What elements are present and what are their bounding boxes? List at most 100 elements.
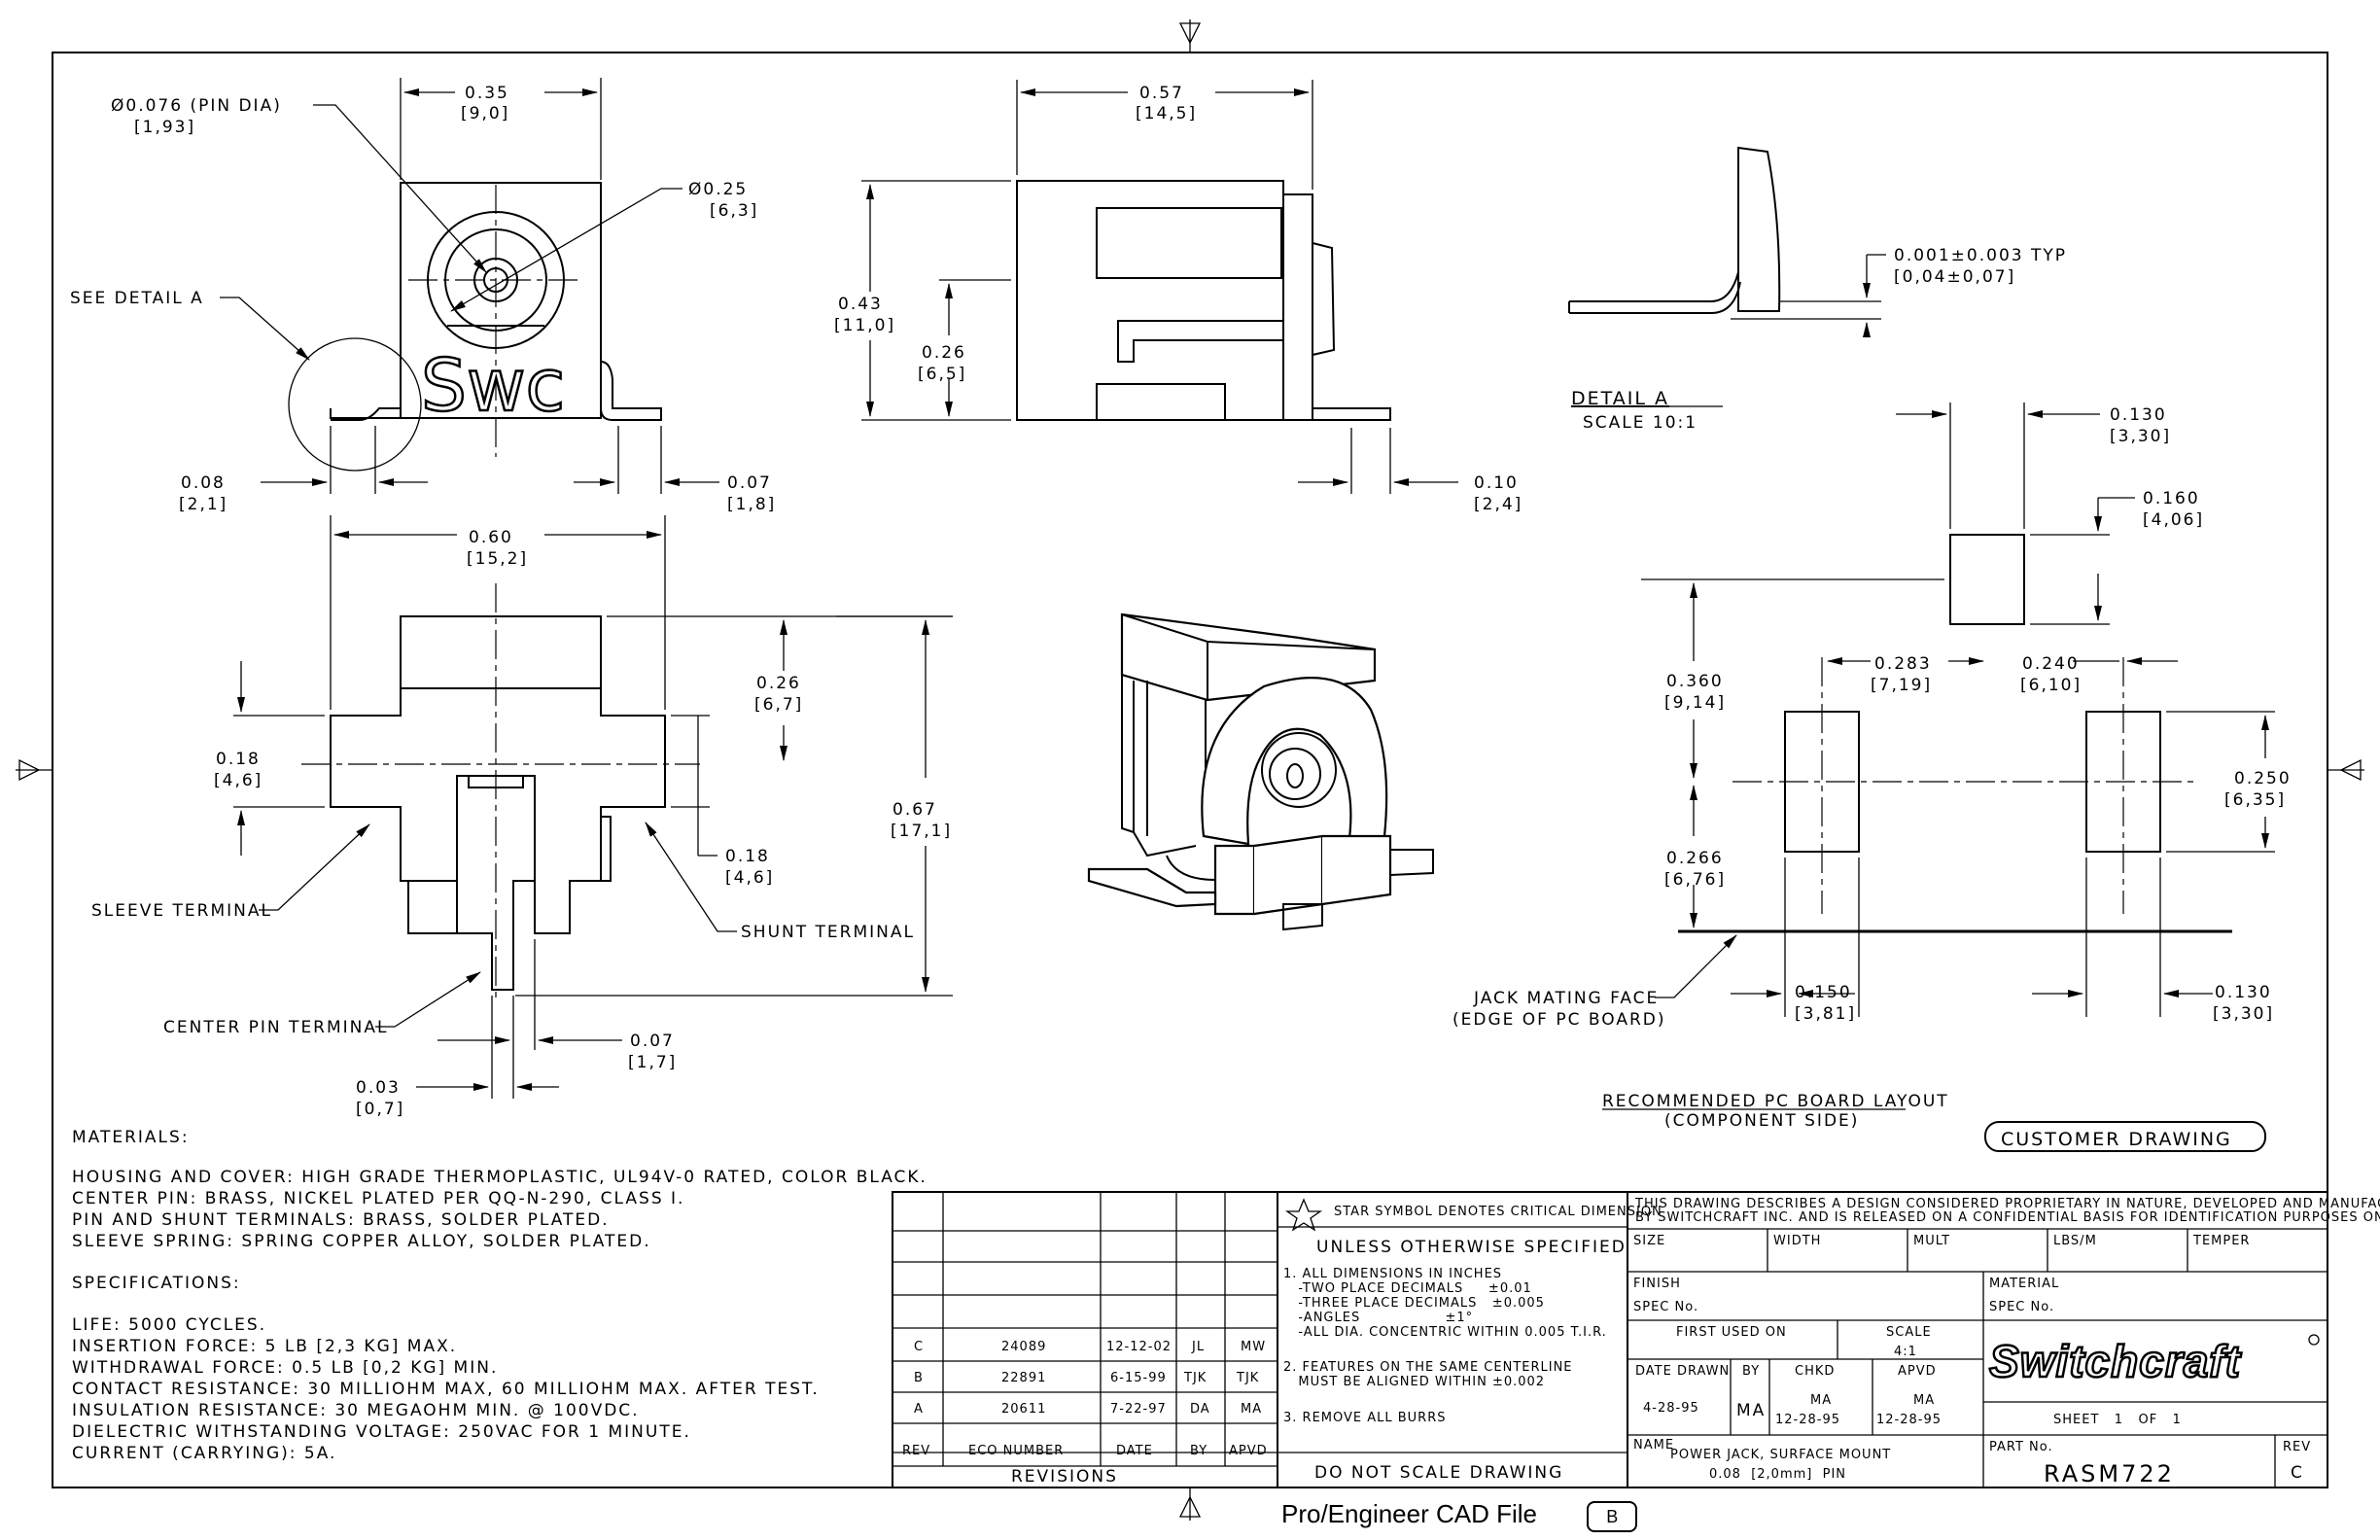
first-used-label: FIRST USED ON	[1676, 1325, 1787, 1340]
spec-no-label: SPEC No.	[1633, 1300, 1698, 1314]
label-shunt-terminal: SHUNT TERMINAL	[741, 923, 915, 942]
temper-label: TEMPER	[2192, 1234, 2250, 1248]
dim-front-width: 0.35	[465, 84, 509, 103]
rev-cell: C	[914, 1340, 924, 1354]
apvd-value: MA	[1913, 1393, 1935, 1408]
dim-right-tab-mm: [1,8]	[727, 495, 776, 514]
pad-center	[1949, 534, 2025, 625]
part-name-line: 0.08 [2,0mm] PIN	[1709, 1467, 1846, 1482]
rev-header: APVD	[1229, 1444, 1268, 1458]
note-line: -TWO PLACE DECIMALS ±0.01	[1283, 1281, 1532, 1296]
chkd-date: 12-28-95	[1775, 1413, 1840, 1427]
rev-value: C	[2291, 1463, 2304, 1483]
dim-bottom-right-mm: [4,6]	[725, 868, 774, 888]
spec-line: INSULATION RESISTANCE: 30 MEGAOHM MIN. @…	[72, 1401, 640, 1420]
material-spec-label: SPEC No.	[1989, 1300, 2054, 1314]
note-line: 1. ALL DIMENSIONS IN INCHES	[1283, 1267, 1502, 1281]
detail-a-circle	[288, 337, 422, 472]
detail-tolerance: 0.001±0.003 TYP	[1894, 246, 2067, 265]
materials-heading: MATERIALS:	[72, 1128, 190, 1147]
rev-header: ECO NUMBER	[968, 1444, 1064, 1458]
dim-side-center-mm: [6,5]	[918, 365, 966, 384]
rev-cell: MA	[1241, 1402, 1262, 1417]
dim-bore: Ø0.25	[688, 180, 748, 199]
by-label: BY	[1742, 1364, 1760, 1379]
mult-label: MULT	[1913, 1234, 1950, 1248]
dim-266: 0.266	[1666, 849, 1724, 868]
rev-label: REV	[2283, 1440, 2311, 1454]
spec-line: LIFE: 5000 CYCLES.	[72, 1315, 266, 1335]
dim-side-height: 0.43	[838, 295, 883, 314]
rev-header: BY	[1190, 1444, 1208, 1458]
dim-side-height-mm: [11,0]	[834, 316, 895, 335]
proprietary-line: THIS DRAWING DESCRIBES A DESIGN CONSIDER…	[1634, 1197, 2380, 1211]
size-label: SIZE	[1633, 1234, 1665, 1248]
dim-130b: 0.130	[2215, 983, 2272, 1002]
dim-250: 0.250	[2234, 769, 2292, 788]
date-drawn-value: 4-28-95	[1643, 1401, 1699, 1416]
material-label: MATERIAL	[1989, 1277, 2059, 1291]
chkd-value: MA	[1810, 1393, 1832, 1408]
revisions-table: C 24089 12-12-02 JL MW B 22891 6-15-99 T…	[892, 1191, 1278, 1488]
dim-150-mm: [3,81]	[1795, 1004, 1856, 1024]
dim-pin-width-mm: [0,7]	[356, 1100, 404, 1119]
cad-badge[interactable]: B	[1587, 1501, 1638, 1532]
apvd-date: 12-28-95	[1876, 1413, 1942, 1427]
dim-side-length: 0.57	[1139, 84, 1184, 103]
dim-side-tab: 0.10	[1474, 473, 1519, 493]
dim-bottom-right: 0.18	[725, 847, 770, 866]
registered-icon	[2308, 1334, 2320, 1346]
star-note: STAR SYMBOL DENOTES CRITICAL DIMENSION	[1334, 1205, 1662, 1219]
note-line: 2. FEATURES ON THE SAME CENTERLINE	[1283, 1360, 1573, 1375]
footer-label: Pro/Engineer CAD File	[1281, 1499, 1537, 1528]
dim-pad-width: 0.130	[2110, 405, 2167, 425]
side-view: 0.57 [14,5] 0.43 [11,0] 0.26 [6,5] 0.10 …	[834, 80, 1521, 514]
rev-cell: 6-15-99	[1110, 1371, 1167, 1385]
rev-cell: 20611	[1001, 1402, 1046, 1417]
sheet-info: SHEET 1 OF 1	[2053, 1413, 2182, 1427]
dim-266-mm: [6,76]	[1664, 870, 1726, 890]
scale-value: 4:1	[1894, 1345, 1917, 1359]
note-line: -ALL DIA. CONCENTRIC WITHIN 0.005 T.I.R.	[1283, 1325, 1607, 1340]
dim-pin-width: 0.03	[356, 1078, 401, 1098]
dim-right-tab: 0.07	[727, 473, 772, 493]
note-line: MUST BE ALIGNED WITHIN ±0.002	[1283, 1375, 1545, 1389]
centering-marks	[16, 19, 2364, 1521]
rev-cell: 12-12-02	[1106, 1340, 1172, 1354]
rev-cell: A	[914, 1402, 924, 1417]
dim-pad-height-mm: [4,06]	[2143, 510, 2204, 530]
dim-pin-dia: Ø0.076 (PIN DIA)	[111, 96, 282, 116]
part-number: RASM722	[2044, 1460, 2175, 1488]
dim-bottom-upper-mm: [6,7]	[754, 695, 803, 715]
spec-line: CURRENT (CARRYING): 5A.	[72, 1444, 336, 1463]
proprietary-line: BY SWITCHCRAFT INC. AND IS RELEASED ON A…	[1635, 1210, 2380, 1225]
spec-line: WITHDRAWAL FORCE: 0.5 LB [0,2 KG] MIN.	[72, 1358, 498, 1378]
rev-cell: B	[914, 1371, 924, 1385]
dim-bottom-width-mm: [15,2]	[467, 549, 528, 569]
rev-cell: 7-22-97	[1110, 1402, 1167, 1417]
customer-drawing-text: CUSTOMER DRAWING	[2001, 1129, 2232, 1150]
dim-left-tab-mm: [2,1]	[179, 495, 228, 514]
note-line: -ANGLES ±1°	[1283, 1311, 1473, 1325]
rev-cell: 24089	[1001, 1340, 1046, 1354]
dim-bottom-upper: 0.26	[756, 674, 801, 693]
part-name-line: POWER JACK, SURFACE MOUNT	[1670, 1448, 1891, 1462]
dim-front-width-mm: [9,0]	[461, 104, 509, 123]
pcb-layout: 0.130 [3,30] 0.160 [4,06] 0.283 [7,19] 0…	[1452, 402, 2292, 1131]
specifications-block: SPECIFICATIONS: LIFE: 5000 CYCLES. INSER…	[72, 1274, 820, 1463]
dim-bottom-width: 0.60	[469, 528, 513, 547]
dim-283: 0.283	[1874, 654, 1932, 674]
spec-line: CONTACT RESISTANCE: 30 MILLIOHM MAX, 60 …	[72, 1380, 820, 1399]
dim-250-mm: [6,35]	[2224, 790, 2286, 810]
spec-line: INSERTION FORCE: 5 LB [2,3 KG] MAX.	[72, 1337, 457, 1356]
detail-a: 0.001±0.003 TYP [0,04±0,07] DETAIL A SCA…	[1568, 146, 2067, 433]
dim-pin-dia-mm: [1,93]	[134, 118, 195, 137]
detail-scale: SCALE 10:1	[1583, 413, 1698, 433]
note-line: 3. REMOVE ALL BURRS	[1283, 1411, 1447, 1425]
see-detail-a: SEE DETAIL A	[70, 289, 204, 308]
dim-360: 0.360	[1666, 672, 1724, 691]
switchcraft-logo: Switchcraft	[1989, 1336, 2242, 1386]
swc-logo: Swc	[421, 344, 565, 428]
dim-pad-width-mm: [3,30]	[2110, 427, 2171, 446]
dim-pad-height: 0.160	[2143, 489, 2200, 508]
